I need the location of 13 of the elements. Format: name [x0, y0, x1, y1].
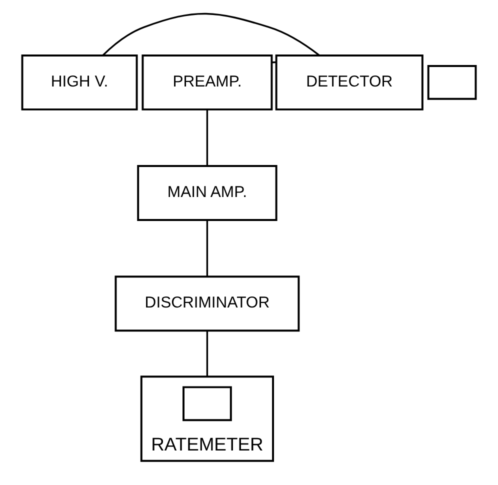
connector: [206, 331, 208, 377]
node-box: MAIN AMP.: [137, 165, 278, 221]
node-box: DETECTOR: [275, 54, 424, 110]
cluster: RATEMETER: [140, 376, 274, 462]
connector: [206, 220, 208, 276]
connector: [102, 12, 320, 56]
node-box: HIGH V.: [21, 54, 138, 110]
node-box: [427, 65, 477, 100]
connector: [272, 61, 276, 64]
node-box: DISCRIMINATOR: [114, 276, 300, 332]
node-box: PREAMP.: [142, 54, 273, 110]
node-box: [182, 386, 232, 422]
connector: [206, 110, 208, 166]
